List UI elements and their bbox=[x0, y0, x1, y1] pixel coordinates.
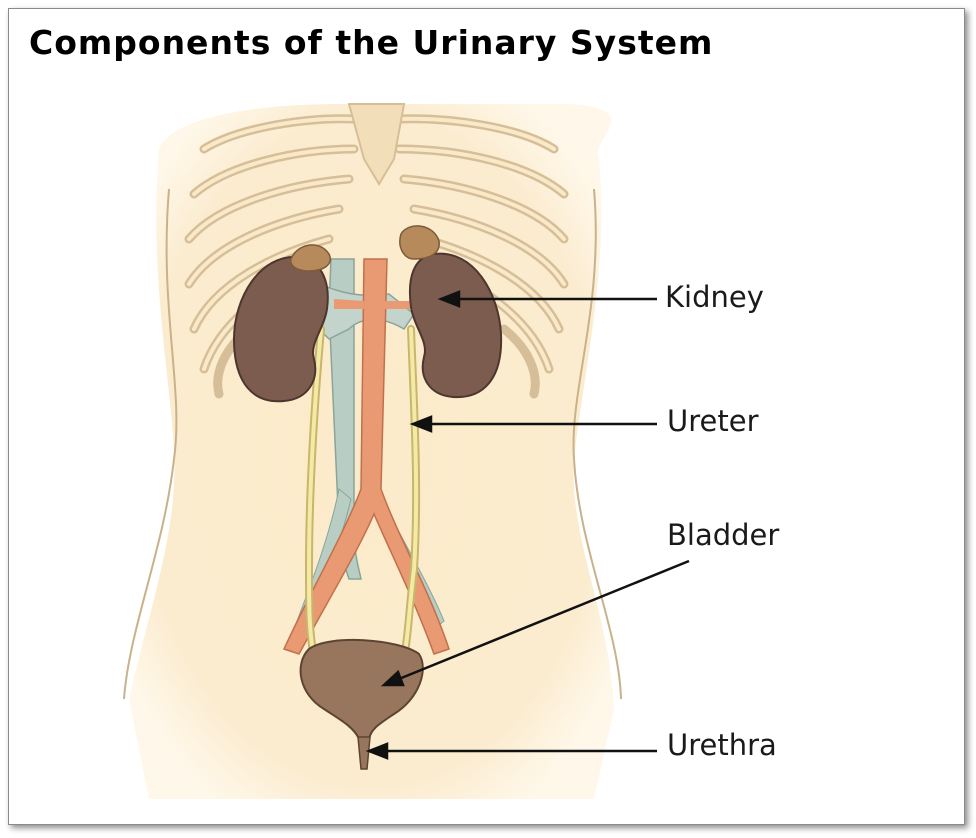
urinary-system-illustration bbox=[123, 103, 690, 799]
renal-arteries bbox=[334, 299, 414, 309]
kidney-label: Kidney bbox=[665, 280, 764, 314]
left-kidney bbox=[232, 255, 329, 403]
right-ureter-inner bbox=[402, 327, 419, 661]
left-adrenal-gland bbox=[290, 244, 331, 272]
bladder-arrowhead bbox=[380, 669, 405, 687]
urethra bbox=[357, 736, 371, 770]
pointer-lines bbox=[365, 290, 690, 760]
bladder-label: Bladder bbox=[667, 518, 780, 552]
left-ureter-inner bbox=[306, 327, 323, 661]
torso-right-contour bbox=[572, 188, 622, 700]
diagram-frame: Components of the Urinary System Kidney … bbox=[8, 8, 965, 825]
diagram-title: Components of the Urinary System bbox=[29, 23, 714, 62]
sternum bbox=[347, 103, 406, 186]
ureter-label: Ureter bbox=[667, 404, 759, 438]
bladder bbox=[299, 639, 424, 740]
right-adrenal-gland bbox=[399, 225, 440, 260]
bladder-pointer-line bbox=[393, 559, 690, 683]
kidney-arrowhead bbox=[437, 290, 461, 308]
urethra-label: Urethra bbox=[667, 728, 777, 762]
torso-left-contour bbox=[123, 188, 178, 700]
urethra-arrowhead bbox=[365, 742, 389, 760]
right-kidney bbox=[408, 252, 503, 399]
ureter-arrowhead bbox=[409, 415, 433, 433]
